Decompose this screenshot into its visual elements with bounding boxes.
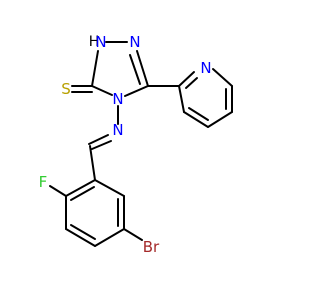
bond-bz-1 — [65, 179, 96, 197]
bond-py-5-inner — [188, 107, 209, 121]
bond-n4-c3 — [91, 85, 113, 96]
bond-bz-4 — [94, 228, 125, 247]
pyridine-ring — [178, 68, 233, 128]
bond-ch-aryl — [89, 145, 96, 181]
bond-bz-3 — [65, 228, 96, 247]
bond-bz-3-inner — [70, 224, 96, 240]
bond-n2-c5-inner — [129, 54, 141, 85]
bond-imine-b — [91, 140, 112, 150]
atom-f-label: F — [39, 173, 48, 191]
bond-c3-n1 — [91, 50, 99, 87]
bond-bz-1-inner — [70, 186, 95, 201]
bond-py-1 — [178, 71, 195, 87]
bond-n2-c5 — [136, 50, 149, 87]
bond-py-2 — [212, 68, 233, 87]
bond-c-f — [49, 185, 67, 197]
bond-py-6 — [178, 85, 185, 113]
bond-imine-a — [88, 134, 109, 145]
triazole-ring — [91, 41, 149, 97]
bond-c5-n4 — [124, 85, 149, 97]
bond-py-5 — [183, 111, 209, 128]
atom-s-label: S — [61, 80, 71, 98]
atom-npyridine-label: N — [200, 59, 211, 77]
atom-br-label: Br — [143, 238, 160, 256]
benzene-ring — [65, 179, 125, 247]
bond-py-1-inner — [185, 77, 198, 89]
atom-n4-label: N — [112, 90, 123, 108]
bond-bz-6 — [94, 179, 125, 197]
atom-n1-label: N — [95, 33, 106, 51]
bond-c-br — [123, 228, 143, 241]
bond-py-4 — [207, 111, 233, 128]
atom-nimine-label: N — [112, 121, 123, 139]
atom-h-label: H — [89, 34, 100, 50]
molecule-structure: H N N N S N N F Br — [39, 33, 233, 256]
atom-n2-label: N — [129, 33, 140, 51]
